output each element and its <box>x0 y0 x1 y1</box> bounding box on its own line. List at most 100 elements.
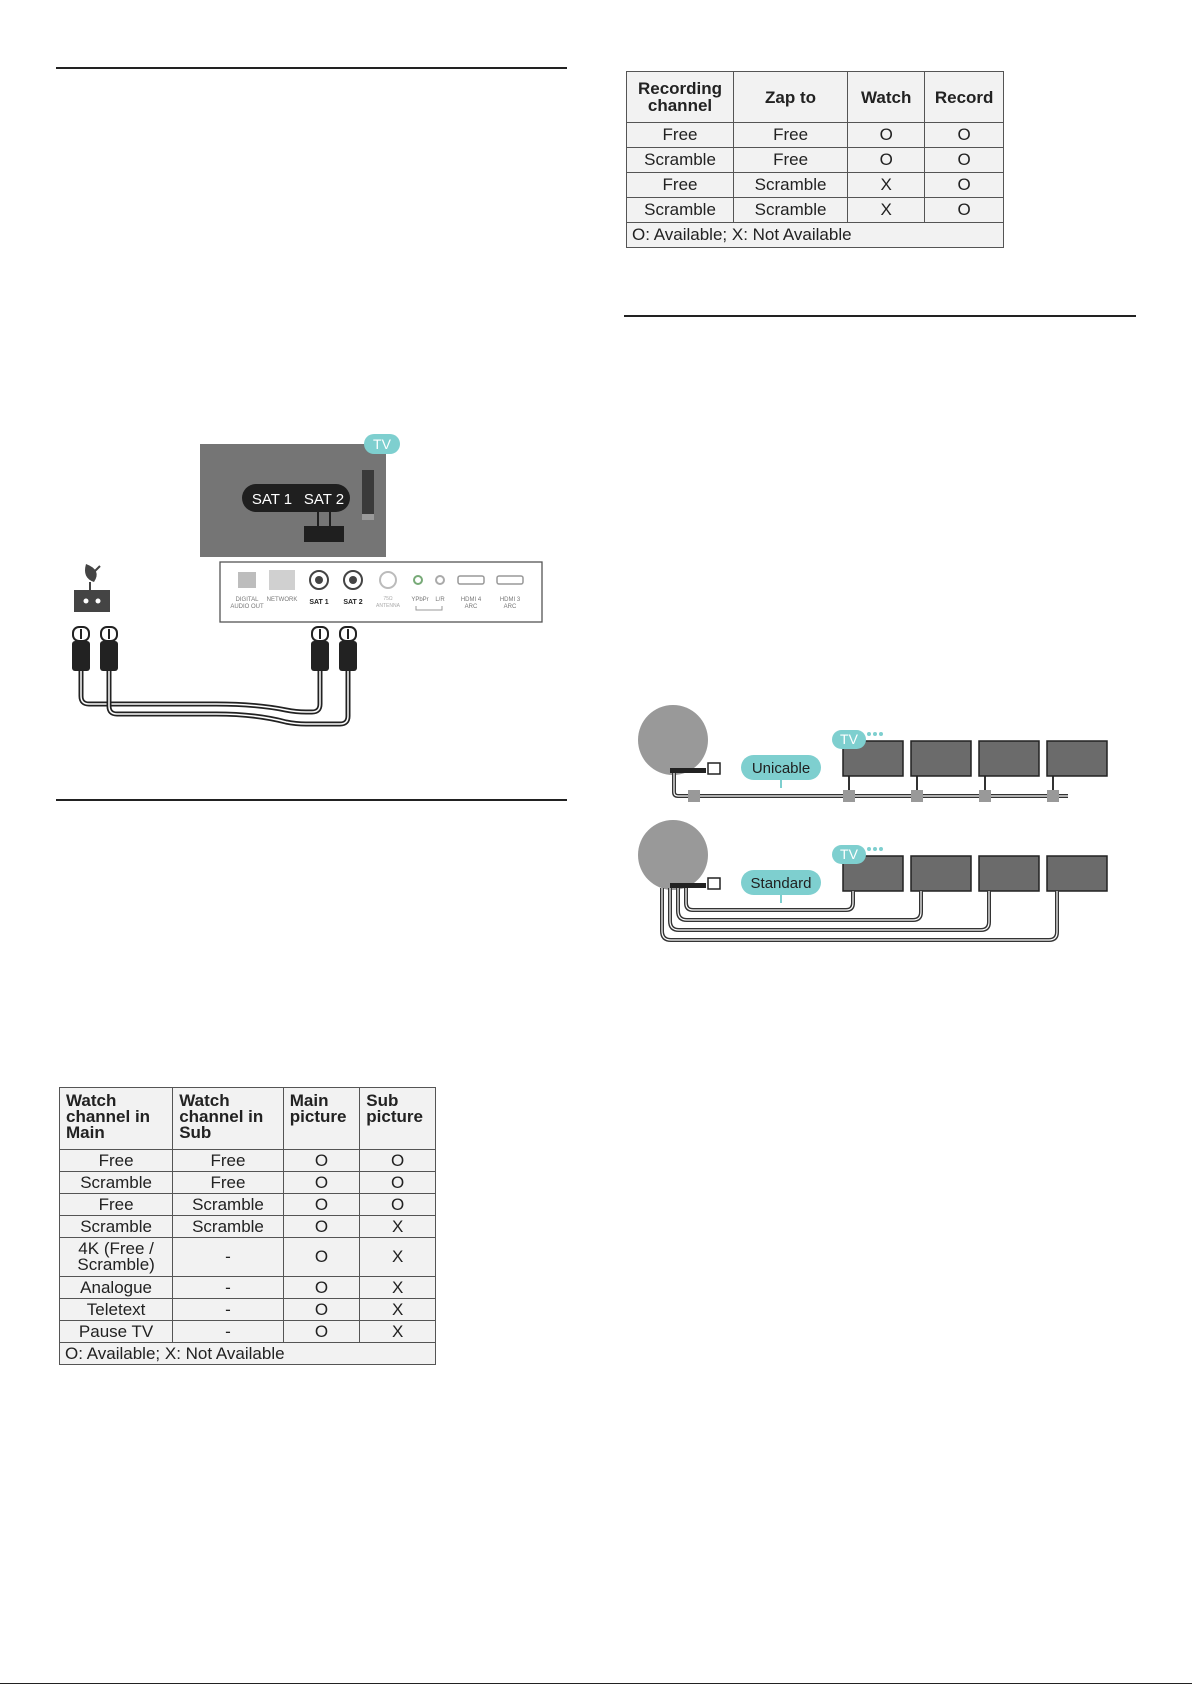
lnb-output <box>83 598 89 604</box>
header-main-picture: Main picture <box>282 1087 361 1150</box>
sat2-label: SAT 2 <box>304 491 344 508</box>
ypbpr-lr-bracket <box>415 606 443 611</box>
tv-side-slot <box>362 470 374 518</box>
table-row: Scramble Scramble O X <box>58 1215 436 1238</box>
port-label-audio-out: AUDIO OUT <box>230 604 264 610</box>
dish-icon <box>638 820 708 890</box>
splitter-icon <box>1047 790 1059 802</box>
table-row: 4K (Free / Scramble) - O X <box>58 1237 436 1277</box>
table-cell: Analogue <box>58 1276 174 1299</box>
header-watch-main: Watch channel in Main <box>58 1087 174 1150</box>
badge-dot <box>873 847 877 851</box>
table-cell: - <box>172 1320 284 1343</box>
table-cell: Free <box>172 1149 284 1172</box>
lnb-output <box>95 598 101 604</box>
digital-audio-port-icon <box>238 572 256 588</box>
splitter-icon <box>843 790 855 802</box>
table-cell: Free <box>58 1193 174 1216</box>
cable-highlight <box>661 888 1058 941</box>
tv-badge: TV <box>364 434 400 454</box>
table-cell: Scramble <box>625 147 735 173</box>
table-cell: O <box>924 122 1004 148</box>
tv-badge-text: TV <box>840 846 859 862</box>
unicable-standard-diagram: TV Unicable TV Standard <box>638 705 1108 942</box>
table-cell: X <box>847 197 926 223</box>
table-cell: O <box>924 197 1004 223</box>
table-cell: O <box>282 1298 361 1321</box>
table-cell: O <box>924 147 1004 173</box>
table-cell: O <box>282 1237 361 1277</box>
standard-label: Standard <box>751 875 812 892</box>
table-cell: - <box>172 1298 284 1321</box>
lnb-box <box>707 877 721 890</box>
receiver-box <box>978 740 1040 777</box>
splitter-icon <box>688 790 700 802</box>
table-cell: Scramble <box>172 1193 284 1216</box>
picture-in-picture-table: Watch channel in Main Watch channel in S… <box>58 1087 436 1365</box>
table-cell: Scramble <box>58 1171 174 1194</box>
port-label-hdmi3: HDMI 3 <box>500 597 521 603</box>
table-cell: X <box>359 1320 436 1343</box>
table-cell: O <box>847 122 926 148</box>
section-rule-top-right <box>624 315 1136 317</box>
badge-dot <box>879 847 883 851</box>
cable-highlight <box>673 773 1068 797</box>
table-row: Scramble Free O O <box>625 147 1004 173</box>
recording-table: Recording channel Zap to Watch Record Fr… <box>625 71 1004 248</box>
table-row: Free Scramble X O <box>625 172 1004 198</box>
footer-rule <box>0 1683 1192 1684</box>
table-row: Analogue - O X <box>58 1276 436 1299</box>
table-cell: O <box>359 1149 436 1172</box>
section-rule-mid-left <box>56 799 567 801</box>
table-cell: X <box>847 172 926 198</box>
satellite-cable-2 <box>106 671 351 727</box>
table-cell: Teletext <box>58 1298 174 1321</box>
header-record: Record <box>924 71 1004 123</box>
dish-icon <box>638 705 708 775</box>
lnb-box <box>707 762 721 775</box>
receiver-box <box>1046 740 1108 777</box>
tv-slot-mark <box>362 514 374 520</box>
table-note-row: O: Available; X: Not Available <box>626 222 1004 248</box>
tv-badge-text: TV <box>840 731 859 747</box>
tv-badge: TV <box>832 845 866 864</box>
standard-cable-4 <box>660 888 1059 942</box>
table-cell: O <box>847 147 926 173</box>
table-cell: Pause TV <box>58 1320 174 1343</box>
table-row: Free Scramble O O <box>58 1193 436 1216</box>
table-cell: - <box>172 1276 284 1299</box>
table-cell: O <box>282 1171 361 1194</box>
table-cell: Free <box>625 122 735 148</box>
table-cell: O <box>282 1149 361 1172</box>
port-label-75ohm: 75Ω <box>383 596 393 602</box>
table-row: Free Free O O <box>625 122 1004 148</box>
standard-label-pill: Standard <box>741 870 821 895</box>
table-row: Pause TV - O X <box>58 1320 436 1343</box>
table-cell: O <box>359 1171 436 1194</box>
table-header-row: Recording channel Zap to Watch Record <box>625 71 1004 123</box>
sat1-port-center <box>315 576 323 584</box>
satellite-dish-icon <box>85 564 101 590</box>
badge-dot <box>867 847 871 851</box>
port-label-lr: L/R <box>435 597 445 603</box>
receiver-box <box>910 855 972 892</box>
table-header-row: Watch channel in Main Watch channel in S… <box>58 1087 436 1150</box>
table-cell: O <box>282 1215 361 1238</box>
badge-dot <box>873 732 877 736</box>
table-cell: Free <box>172 1171 284 1194</box>
table-note-row: O: Available; X: Not Available <box>59 1342 436 1365</box>
unicable-label-pill: Unicable <box>741 755 821 780</box>
receiver-box <box>842 740 904 777</box>
table-cell: Scramble <box>733 172 849 198</box>
table-cell: Scramble <box>58 1215 174 1238</box>
table-cell: O <box>282 1276 361 1299</box>
table-cell: O <box>359 1193 436 1216</box>
lnb-box <box>74 590 110 612</box>
header-zap-to: Zap to <box>733 71 849 123</box>
table-cell: Free <box>625 172 735 198</box>
sat1-label: SAT 1 <box>252 491 292 508</box>
lnb-bar <box>670 883 706 888</box>
sat-label-pill: SAT 1 SAT 2 <box>242 484 350 512</box>
ypbpr-port-icon <box>413 575 423 585</box>
table-cell: O <box>282 1193 361 1216</box>
